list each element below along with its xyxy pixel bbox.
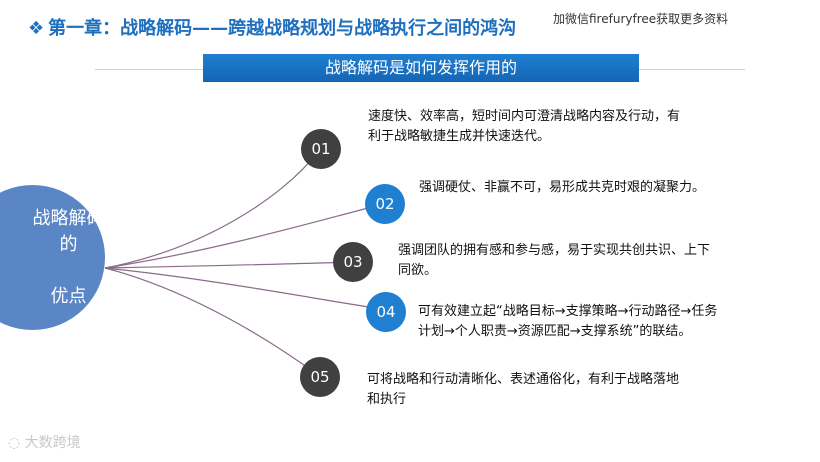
item-04-line-1: 可有效建立起“战略目标→支撑策略→行动路径→任务 (418, 304, 718, 319)
item-03-line-1: 强调团队的拥有感和参与感，易于实现共创共识、上下 (398, 243, 711, 258)
bottom-watermark-text: 大数跨境 (24, 435, 81, 451)
diamond-bullet-icon: ❖ (28, 18, 45, 39)
number-circle-05: 05 (300, 357, 340, 397)
connector-line-02 (104, 204, 381, 269)
connector-line-05 (104, 267, 319, 376)
item-01-line-1: 速度快、效率高，短时间内可澄清战略内容及行动，有 (368, 109, 681, 124)
number-circle-02: 02 (365, 184, 405, 224)
item-03-line-2: 同欲。 (398, 263, 438, 278)
chapter-title: ❖第一章：战略解码——跨越战略规划与战略执行之间的鸿沟 (28, 14, 516, 40)
section-banner: 战略解码是如何发挥作用的 (203, 54, 639, 82)
chat-bubble-icon: ◌ (8, 435, 25, 451)
item-02-line-1: 强调硬仗、非赢不可，易形成共克时艰的凝聚力。 (419, 180, 706, 195)
number-circle-03: 03 (333, 242, 373, 282)
chapter-title-text: 第一章：战略解码——跨越战略规划与战略执行之间的鸿沟 (48, 18, 517, 39)
item-05-line-2: 和执行 (367, 392, 407, 407)
number-circle-04: 04 (366, 292, 406, 332)
item-text-04: 可有效建立起“战略目标→支撑策略→行动路径→任务 计划→个人职责→资源匹配→支撑… (418, 302, 717, 342)
number-circle-01: 01 (301, 129, 341, 169)
item-text-01: 速度快、效率高，短时间内可澄清战略内容及行动，有 利于战略敏捷生成并快速迭代。 (368, 107, 680, 147)
item-01-line-2: 利于战略敏捷生成并快速迭代。 (368, 129, 551, 144)
bottom-watermark: ◌ 大数跨境 (8, 432, 81, 452)
item-text-02: 强调硬仗、非赢不可，易形成共克时艰的凝聚力。 (419, 178, 705, 198)
center-line-2: 优点 (50, 285, 87, 307)
connector-line-04 (104, 267, 383, 310)
item-04-line-2: 计划→个人职责→资源匹配→支撑系统”的联结。 (418, 324, 692, 339)
center-circle: 战略解码的优点 (0, 185, 105, 330)
connector-line-03 (104, 261, 351, 269)
top-watermark: 加微信firefuryfree获取更多资料 (553, 12, 729, 26)
item-05-line-1: 可将战略和行动清晰化、表述通俗化，有利于战略落地 (367, 372, 680, 387)
item-text-03: 强调团队的拥有感和参与感，易于实现共创共识、上下 同欲。 (398, 241, 710, 281)
item-text-05: 可将战略和行动清晰化、表述通俗化，有利于战略落地 和执行 (367, 370, 679, 410)
connector-line-01 (104, 151, 319, 269)
center-line-1: 战略解码的 (32, 207, 105, 255)
